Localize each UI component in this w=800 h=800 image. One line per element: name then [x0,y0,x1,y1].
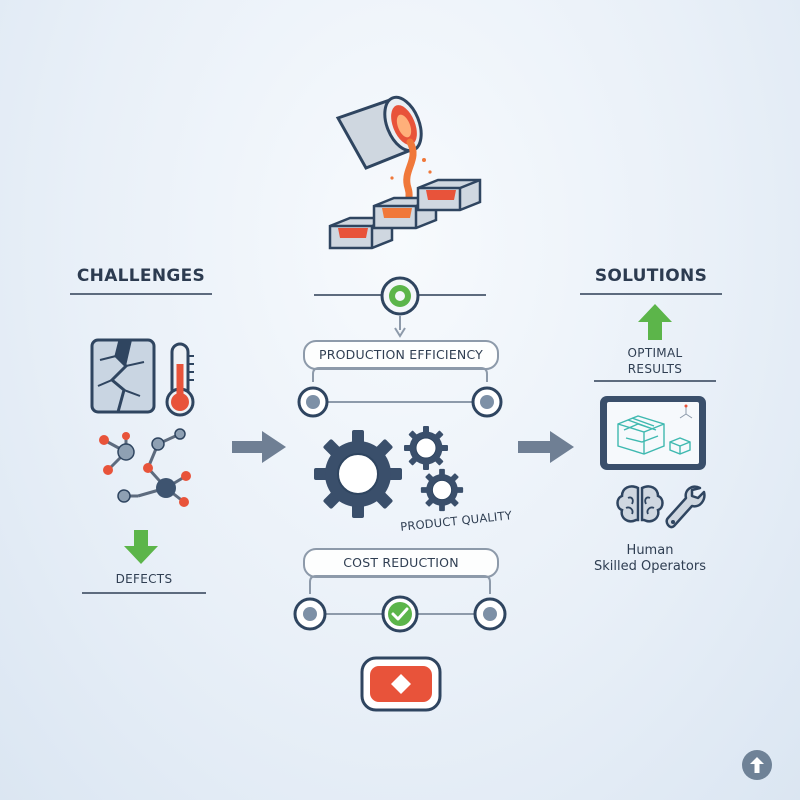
thermometer-icon [165,342,195,417]
defects-divider [82,592,206,594]
gears-icon [313,425,464,519]
molecule-network-icon [99,428,191,507]
optimal-results-line1: OPTIMAL [627,346,683,360]
skilled-operators-label: Skilled Operators [594,559,706,574]
right-arrow-icon [518,431,574,463]
cracked-surface-icon [90,338,156,414]
solutions-divider [580,293,722,295]
connector-down [394,316,406,338]
right-arrow-icon [232,431,286,463]
efficiency-connector [297,367,503,418]
challenges-heading: CHALLENGES [76,266,206,286]
challenges-divider [70,293,212,295]
optimal-results-divider [594,380,716,382]
arrow-up-icon [750,757,764,773]
brain-icon [616,485,664,523]
casting-illustration [328,95,482,250]
cost-connector [293,575,507,633]
wrench-icon [665,485,706,529]
human-label: Human [626,543,674,558]
scroll-to-top-button[interactable] [741,749,773,781]
stop-button-icon [360,656,442,712]
molds-icon [328,178,482,250]
solutions-heading: SOLUTIONS [594,266,708,286]
defects-label: DEFECTS [115,572,173,586]
cost-reduction-box: COST REDUCTION [303,548,499,578]
down-arrow-icon [124,530,158,564]
production-efficiency-box: PRODUCTION EFFICIENCY [303,340,499,370]
tablet-3d-model-icon [600,396,706,470]
optimal-results-line2: RESULTS [627,362,683,376]
target-node-icon [380,276,420,316]
up-arrow-icon [638,304,672,340]
